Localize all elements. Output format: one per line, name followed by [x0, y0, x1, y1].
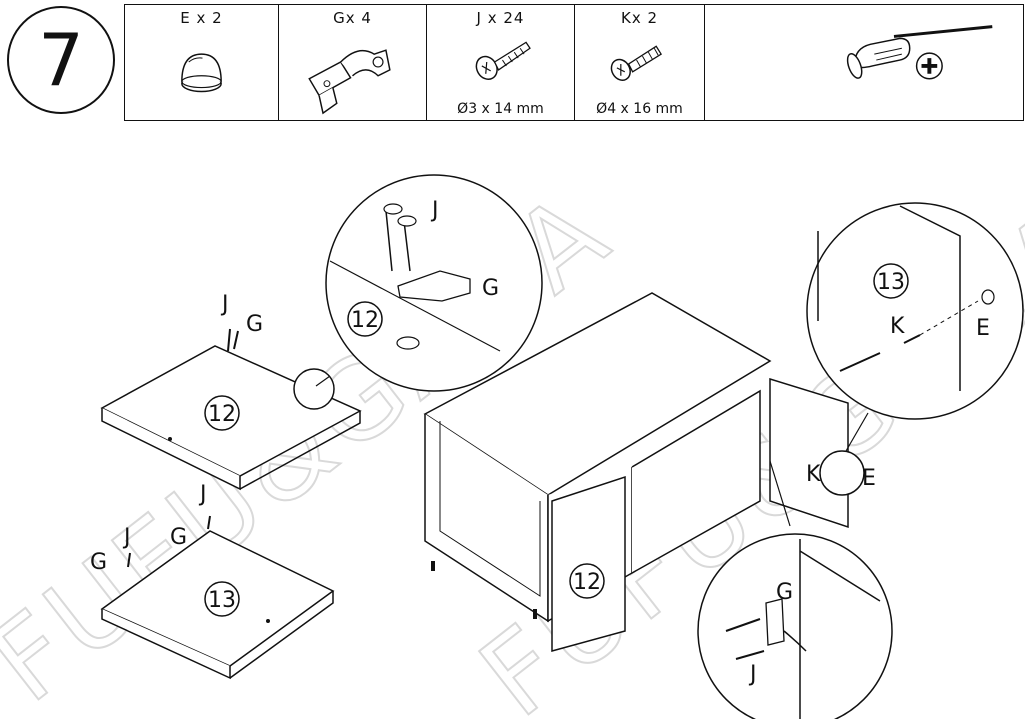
part-cell-machine-screw: Kx 2 Ø4 x 16 mm — [575, 5, 705, 120]
door-12-label: 12 — [573, 570, 601, 595]
cabinet-e-label: E — [862, 466, 876, 491]
machine-screw-icon — [610, 45, 663, 81]
knob-icon — [181, 53, 222, 93]
knob-detail-13: 13 K E — [806, 202, 1024, 452]
panel-13-j-upper-label: J — [198, 482, 207, 507]
panel-13-label: 13 — [208, 588, 236, 613]
part-knob-quantity: E x 2 — [180, 9, 223, 27]
part-wood-screw-size: Ø3 x 14 mm — [457, 101, 544, 117]
detail-13-e-label: E — [976, 316, 990, 341]
hinge-detail-door: G J — [697, 460, 893, 719]
step-number: 7 — [38, 18, 84, 102]
hinge-detail-12: 12 J G — [315, 174, 543, 392]
step-number-badge: 7 — [7, 6, 115, 114]
detail-12-label: 12 — [351, 308, 379, 333]
tool-cell — [705, 5, 1023, 120]
detail-door-g-label: G — [776, 580, 793, 605]
part-cell-wood-screw: J x 24 Ø3 x 14 mm — [427, 5, 575, 120]
assembly-diagram: FUFU&GAGA FUFU&GAGA 12 J G 13 J G J — [0, 165, 1025, 719]
panel-13-drawing: 13 J G J G — [90, 482, 335, 680]
part-wood-screw-quantity: J x 24 — [476, 9, 525, 27]
panel-13-g-upper-label: G — [170, 525, 187, 550]
wood-screw-icon — [475, 41, 531, 80]
detail-13-k-label: K — [890, 314, 905, 339]
part-machine-screw-size: Ø4 x 16 mm — [596, 101, 683, 117]
hinge-icon — [308, 49, 391, 115]
panel-13-g-lower-label: G — [90, 550, 107, 575]
part-hinge-quantity: Gx 4 — [333, 9, 372, 27]
detail-13-label: 13 — [877, 270, 905, 295]
parts-list: E x 2 Gx 4 J x 24 — [124, 4, 1024, 121]
cabinet-drawing: 12 K E — [423, 292, 876, 652]
panel-12-label: 12 — [208, 402, 236, 427]
detail-12-g-label: G — [482, 276, 499, 301]
panel-13-j-lower-label: J — [122, 525, 131, 550]
panel-12-g-label: G — [246, 312, 263, 337]
panel-12-drawing: 12 J G — [100, 292, 362, 491]
detail-door-j-label: J — [748, 662, 757, 687]
part-cell-hinge: Gx 4 — [279, 5, 427, 120]
part-machine-screw-quantity: Kx 2 — [620, 9, 659, 27]
part-cell-knob: E x 2 — [125, 5, 279, 120]
cabinet-k-label: K — [806, 462, 821, 487]
panel-12-j-label: J — [220, 292, 229, 317]
detail-12-j-label: J — [430, 198, 439, 223]
phillips-screwdriver-icon — [846, 25, 993, 80]
